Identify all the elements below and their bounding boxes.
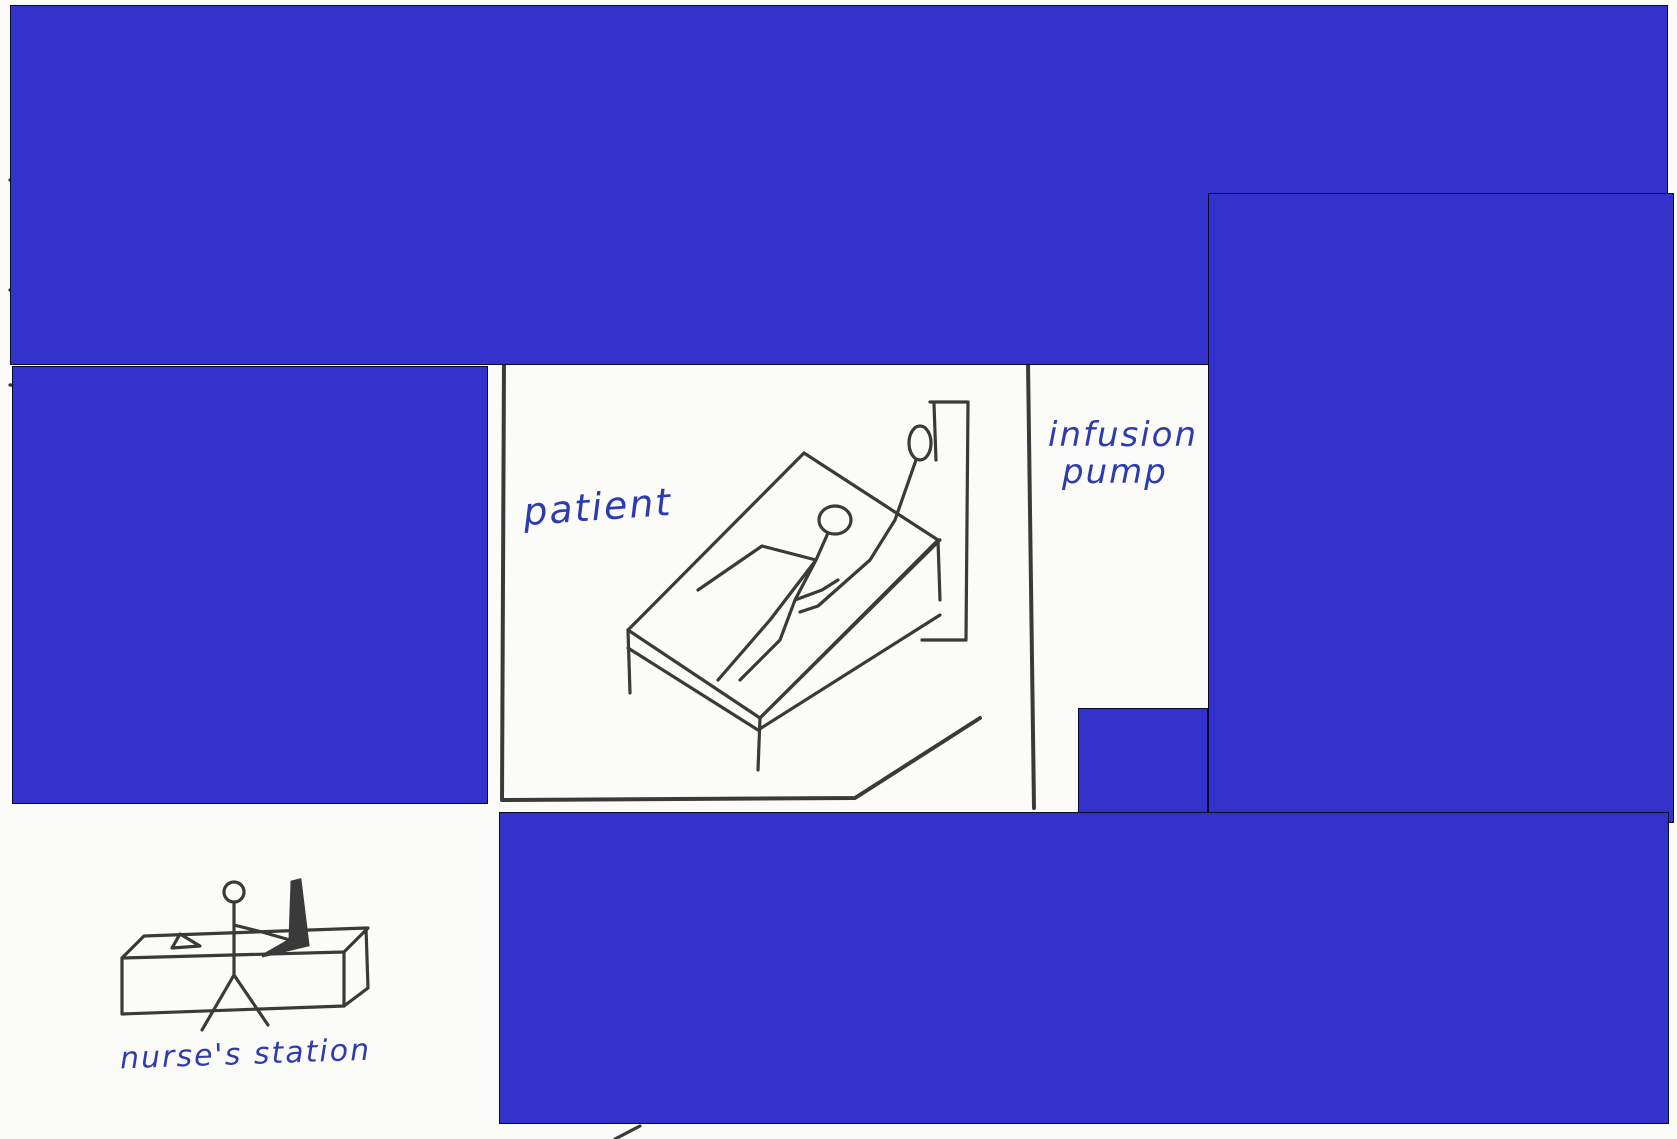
patient-figure [696, 504, 853, 682]
patient-label: patient [521, 479, 674, 535]
redaction-block-bottom [499, 812, 1669, 1124]
redaction-block-top [10, 5, 1668, 365]
nurse-station-icon [120, 878, 370, 1032]
infusion-pump-label-line1: infusion [1048, 415, 1199, 455]
nurses-station-label: nurse's station [119, 1032, 372, 1077]
redaction-block-small [1078, 708, 1208, 825]
redaction-block-right [1208, 193, 1674, 823]
bed-icon [626, 451, 942, 772]
redaction-block-left [12, 366, 488, 804]
iv-pole-icon [798, 400, 970, 642]
infusion-pump-label-line2: pump [1062, 452, 1168, 492]
